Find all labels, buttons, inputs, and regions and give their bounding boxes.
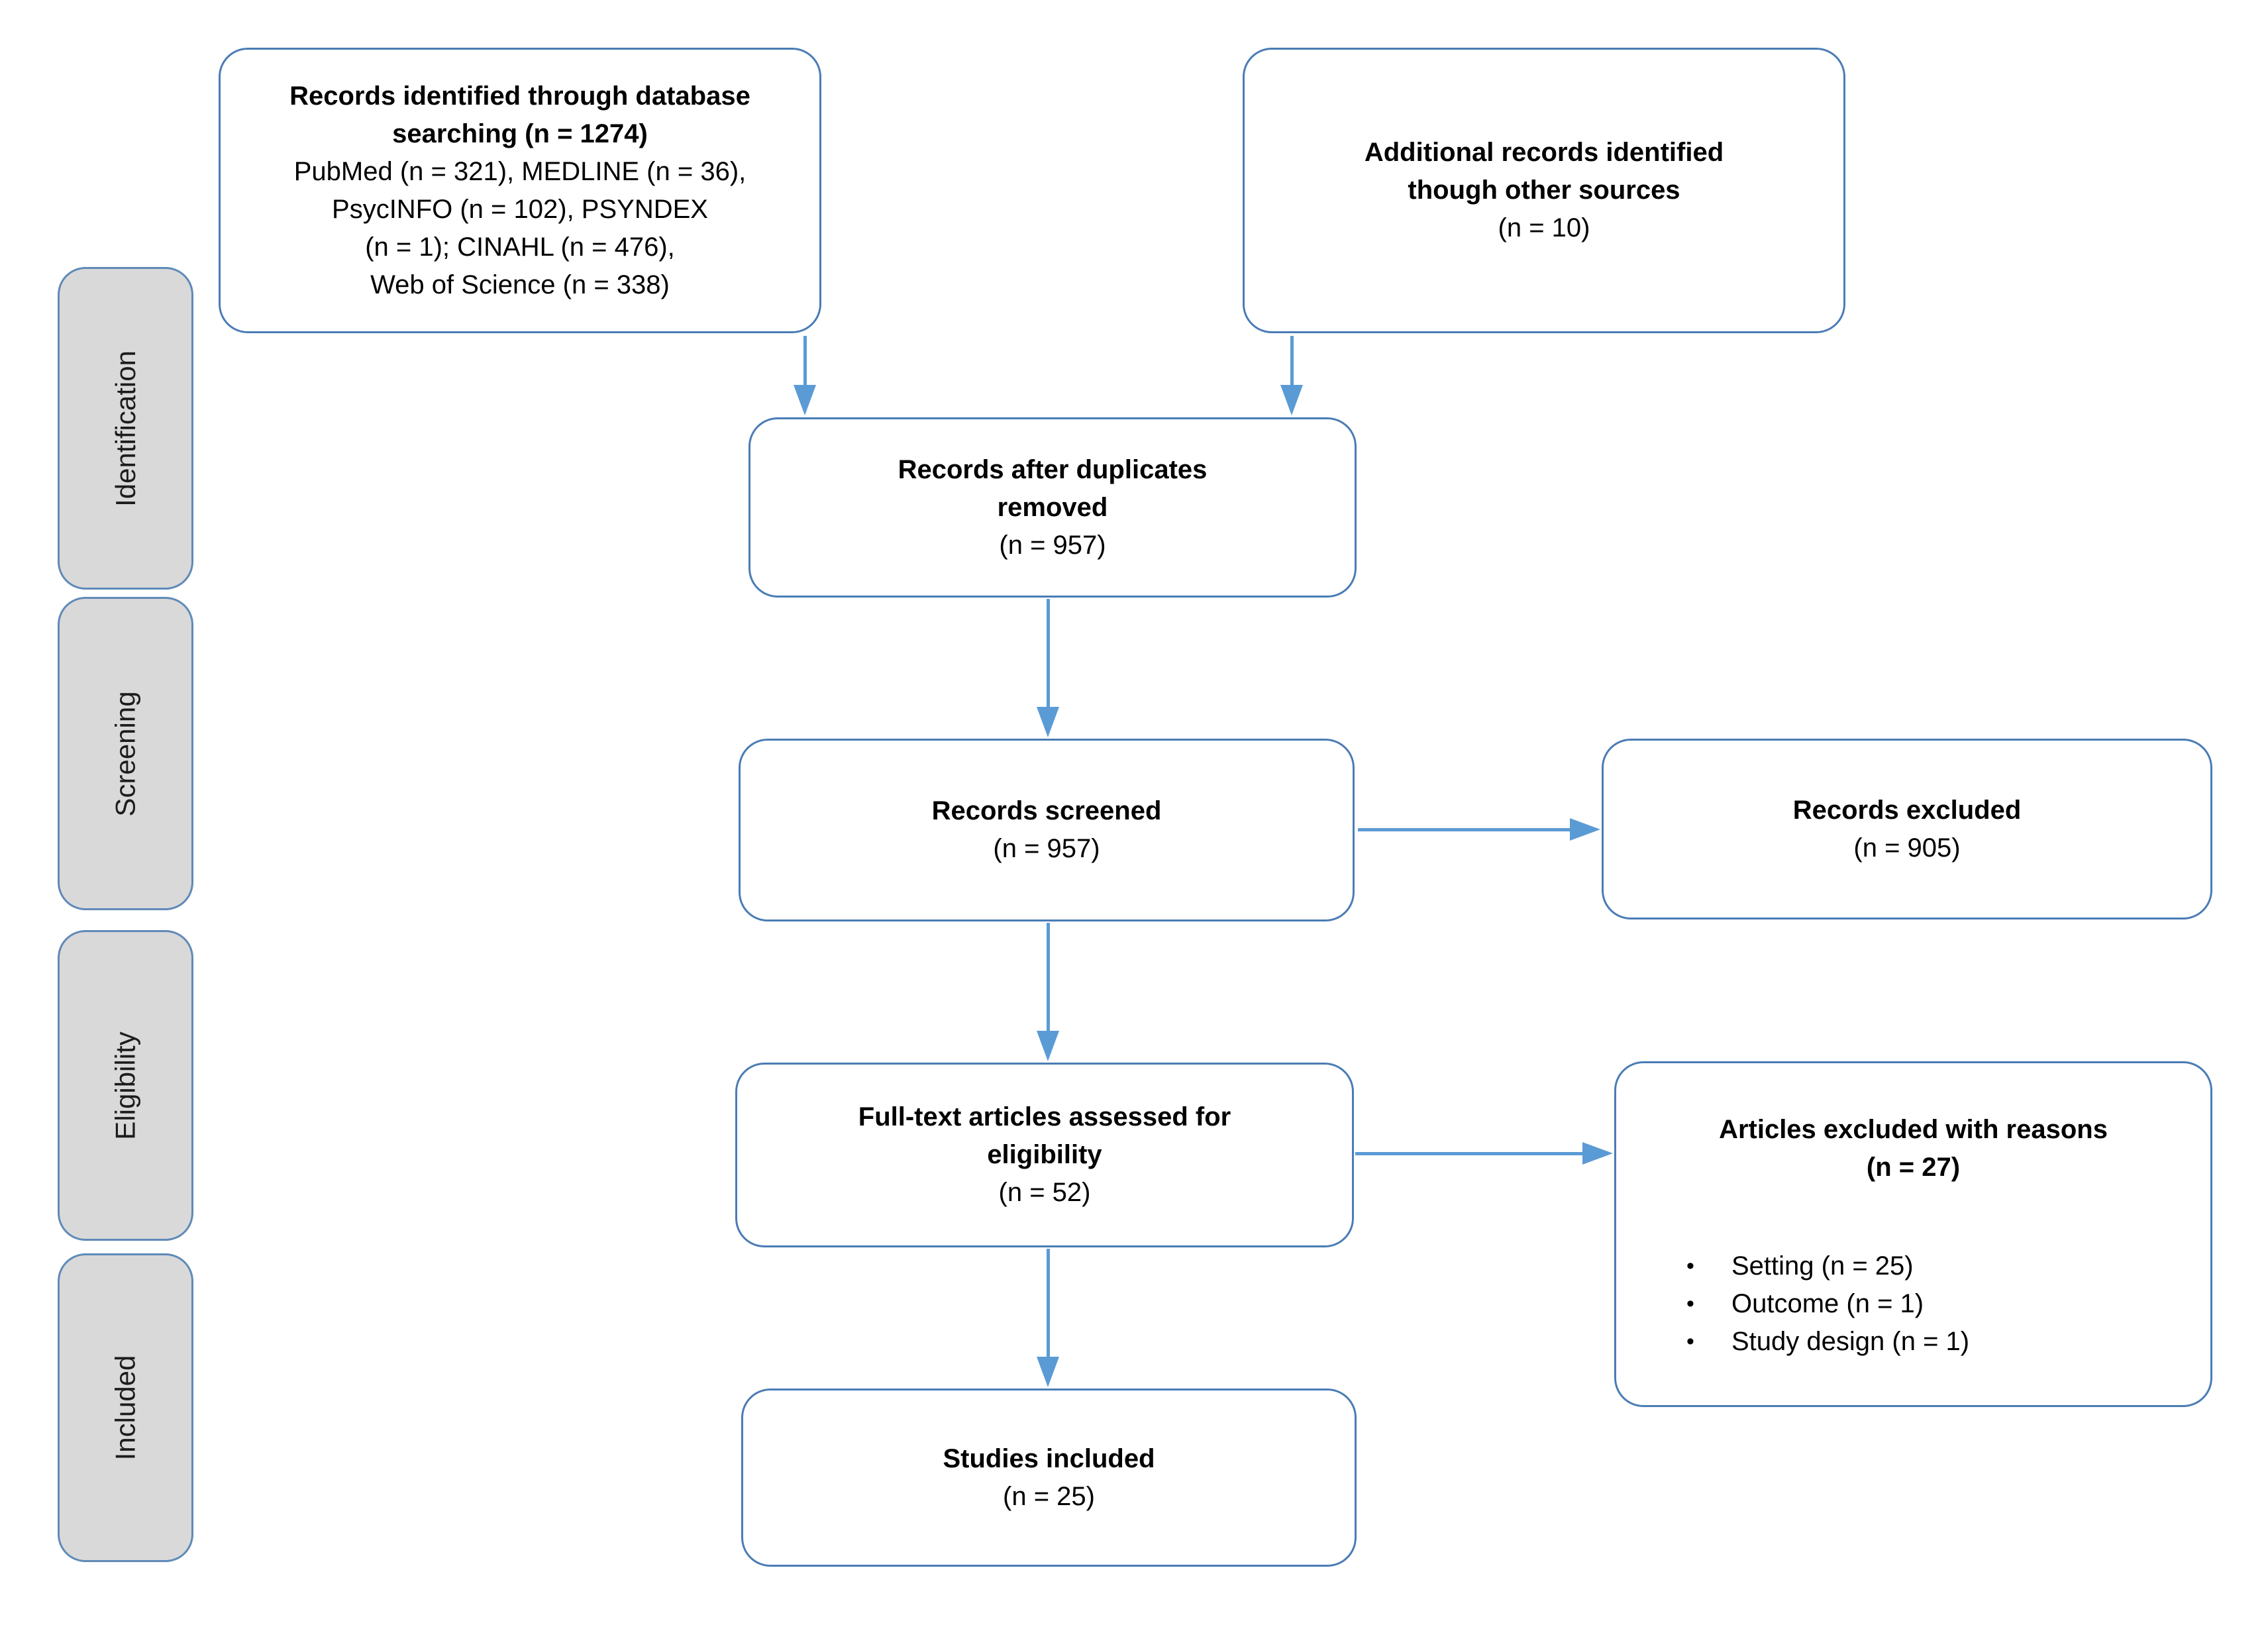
box-fulltext-assessed-count: (n = 52) <box>998 1178 1091 1207</box>
detail-line: (n = 1); CINAHL (n = 476), <box>365 232 675 262</box>
box-duplicates-removed: Records after duplicates removed (n = 95… <box>748 417 1357 598</box>
arrow-stem <box>1355 1151 1582 1155</box>
box-fulltext-assessed: Full-text articles assessed for eligibil… <box>735 1063 1354 1247</box>
box-studies-included-count: (n = 25) <box>1003 1481 1095 1511</box>
box-records-screened-count: (n = 957) <box>993 834 1100 863</box>
box-duplicates-removed-count: (n = 957) <box>999 530 1106 560</box>
title-line: Articles excluded with reasons <box>1719 1115 2108 1144</box>
box-additional-records-title: Additional records identified though oth… <box>1365 134 1724 209</box>
title-line: though other sources <box>1408 176 1680 205</box>
stage-included-label: Included <box>109 1355 141 1461</box>
arrow-stem <box>1046 1249 1050 1357</box>
title-line: (n = 27) <box>1866 1153 1961 1182</box>
box-records-excluded: Records excluded (n = 905) <box>1602 739 2212 919</box>
detail-line: PubMed (n = 321), MEDLINE (n = 36), <box>293 156 747 186</box>
arrow-stem <box>1046 599 1050 707</box>
arrow-down-icon <box>1037 707 1059 737</box>
box-records-excluded-count: (n = 905) <box>1853 833 1961 863</box>
box-additional-records: Additional records identified though oth… <box>1243 48 1845 333</box>
arrow-fulltext-to-reasons <box>1355 1141 1613 1165</box>
box-studies-included-title: Studies included <box>943 1443 1155 1473</box>
box-articles-excluded-reasons: Articles excluded with reasons (n = 27) … <box>1614 1061 2212 1407</box>
arrow-down-icon <box>1037 1357 1059 1387</box>
arrow-right-icon <box>1570 818 1600 841</box>
arrow-right-icon <box>1582 1142 1613 1165</box>
box-records-screened: Records screened (n = 957) <box>739 739 1355 921</box>
arrow-stem <box>803 336 807 385</box>
box-records-excluded-title: Records excluded <box>1792 795 2022 825</box>
arrow-fulltext-to-included <box>1036 1249 1060 1387</box>
box-records-identified-title: Records identified through database sear… <box>289 78 750 153</box>
title-line: Additional records identified <box>1364 138 1724 167</box>
title-line: Records after duplicates <box>898 454 1208 484</box>
arrow-down-icon <box>1037 1031 1059 1061</box>
title-line: eligibility <box>987 1140 1102 1169</box>
arrow-identified-to-duplicates <box>793 336 817 415</box>
stage-identification: Identification <box>58 267 193 590</box>
exclusion-reason-list: Setting (n = 25) Outcome (n = 1) Study d… <box>1632 1247 2194 1361</box>
title-line: removed <box>997 492 1108 522</box>
stage-eligibility-label: Eligibility <box>109 1031 141 1140</box>
box-additional-records-count: (n = 10) <box>1498 213 1590 242</box>
box-articles-excluded-reasons-title: Articles excluded with reasons (n = 27) <box>1719 1111 2108 1186</box>
title-line: Records identified through database <box>289 81 750 111</box>
title-line: searching (n = 1274) <box>392 119 648 148</box>
exclusion-reason-item: Setting (n = 25) <box>1632 1247 2194 1285</box>
box-records-identified: Records identified through database sear… <box>219 48 821 333</box>
stage-screening: Screening <box>58 597 193 910</box>
arrow-stem <box>1358 827 1570 831</box>
arrow-stem <box>1046 923 1050 1031</box>
arrow-screened-to-fulltext <box>1036 923 1060 1061</box>
detail-line: Web of Science (n = 338) <box>370 270 670 299</box>
title-line: Full-text articles assessed for <box>858 1102 1231 1131</box>
stage-eligibility: Eligibility <box>58 930 193 1241</box>
stage-identification-label: Identification <box>109 350 141 507</box>
stage-screening-label: Screening <box>109 690 141 817</box>
box-fulltext-assessed-title: Full-text articles assessed for eligibil… <box>858 1098 1231 1174</box>
exclusion-reason-item: Outcome (n = 1) <box>1632 1285 2194 1323</box>
arrow-stem <box>1290 336 1294 385</box>
arrow-down-icon <box>794 385 816 415</box>
box-duplicates-removed-title: Records after duplicates removed <box>898 451 1208 527</box>
detail-line: PsycINFO (n = 102), PSYNDEX <box>332 194 708 224</box>
arrow-duplicates-to-screened <box>1036 599 1060 737</box>
arrow-down-icon <box>1280 385 1303 415</box>
stage-included: Included <box>58 1253 193 1562</box>
arrow-screened-to-excluded <box>1358 817 1600 841</box>
arrow-additional-to-duplicates <box>1280 336 1304 415</box>
box-records-identified-detail: PubMed (n = 321), MEDLINE (n = 36), Psyc… <box>294 153 747 304</box>
box-studies-included: Studies included (n = 25) <box>741 1389 1357 1567</box>
exclusion-reason-item: Study design (n = 1) <box>1632 1323 2194 1361</box>
box-records-screened-title: Records screened <box>931 796 1162 825</box>
